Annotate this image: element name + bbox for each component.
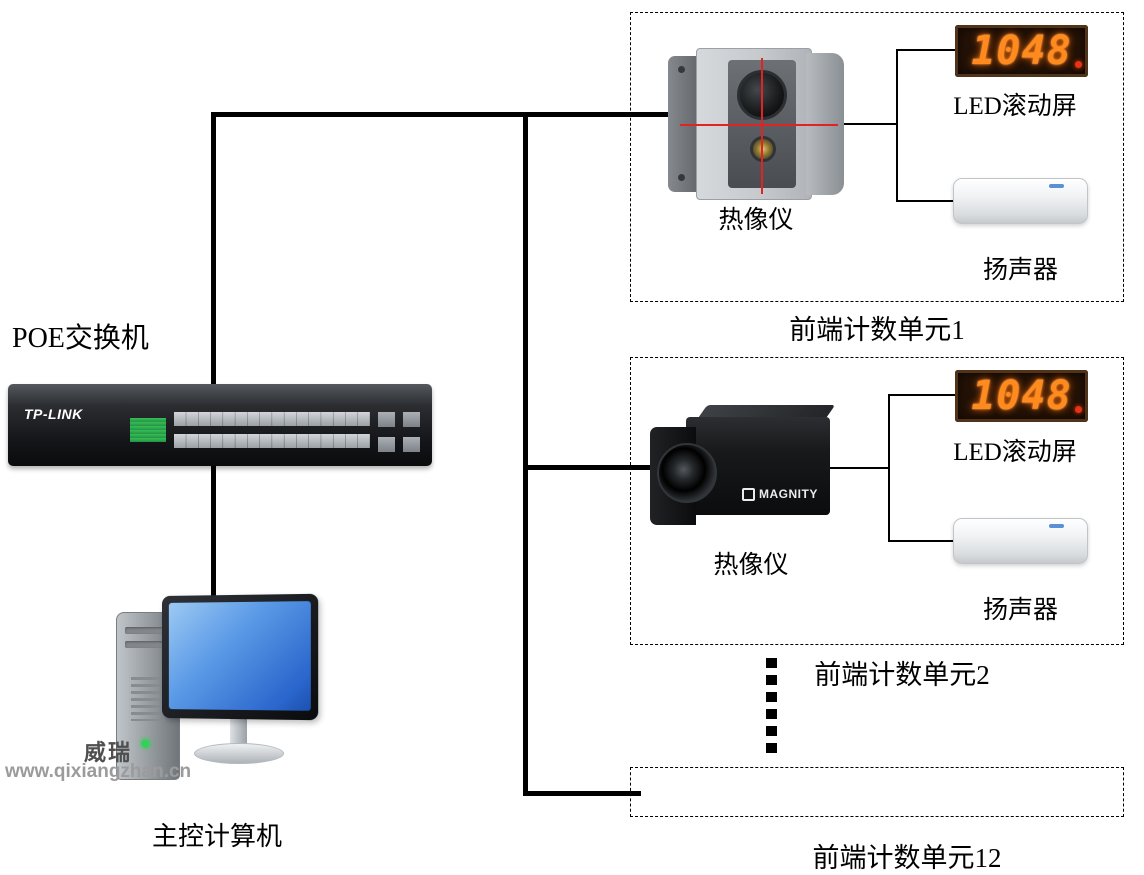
camera2-brand: MAGNITY [742,487,818,501]
led-digits-1: 1048 [971,28,1071,74]
alignment-line-horizontal [680,124,838,126]
vertical-ellipsis [766,658,777,760]
speaker-image-2 [953,506,1088,576]
unit12-box [630,767,1124,817]
wire-unit2-vertical [888,395,890,542]
led-dot-icon [1075,61,1082,68]
switch-brand-logo: TP-LINK [24,406,83,422]
monitor-screen [169,601,311,711]
poe-switch-label: POE交换机 [12,316,149,356]
thermal-camera-image-2: MAGNITY [650,403,830,531]
wire-unit2-to-led [888,394,956,396]
wire-unit1-to-speaker [896,200,954,202]
wire-unit1-to-led [896,49,956,51]
wire-camera1-out [843,123,898,125]
camera1-screw [678,174,685,181]
unit1-camera-label: 热像仪 [660,200,852,236]
wire-unit2-to-speaker [888,540,954,542]
camera1-screw [678,66,685,73]
speaker-bar [953,178,1088,224]
magnity-logo-icon [742,488,755,501]
wire-switch-riser [211,112,216,392]
thermal-camera-image-1 [668,48,844,200]
speaker-logo-icon [1049,184,1064,188]
speaker-bar [953,518,1088,564]
unit1-speaker-label: 扬声器 [948,250,1093,286]
wire-camera2-out [829,467,890,469]
camera1-optical-lens [750,136,776,162]
camera2-brand-text: MAGNITY [759,487,818,501]
monitor-stand-base [194,743,284,764]
switch-port-row-2 [174,434,370,450]
speaker-image-1 [953,166,1088,236]
wire-branch-unit2 [523,465,655,470]
watermark-url: www.qixiangzhan.cn [5,761,191,783]
led-display-image-1: 1048 [955,25,1088,77]
unit2-led-label: LED滚动屏 [920,432,1110,468]
computer-label: 主控计算机 [112,816,322,853]
alignment-line-vertical [761,58,763,194]
led-digits-2: 1048 [971,373,1071,419]
unit1-name: 前端计数单元1 [630,308,1124,347]
computer-monitor-image [162,594,318,721]
led-dot-icon [1075,406,1082,413]
switch-status-leds [130,418,166,442]
unit2-name: 前端计数单元2 [655,653,1144,692]
unit12-name: 前端计数单元12 [660,836,1144,875]
led-display-image-2: 1048 [955,370,1088,422]
unit1-led-label: LED滚动屏 [920,86,1110,122]
tower-power-led [141,739,150,748]
wire-unit1-vertical [896,50,898,202]
switch-sfp-ports [378,412,420,452]
wire-trunk-vertical [523,112,528,796]
wire-top-horizontal [211,112,670,117]
speaker-logo-icon [1049,524,1064,528]
camera2-lens [657,443,717,503]
unit2-speaker-label: 扬声器 [948,590,1093,626]
poe-switch-image: TP-LINK [8,384,432,466]
tower-vents [131,677,165,721]
unit2-camera-label: 热像仪 [655,545,847,581]
switch-port-row-1 [174,412,370,428]
wire-branch-unit12 [523,791,641,796]
